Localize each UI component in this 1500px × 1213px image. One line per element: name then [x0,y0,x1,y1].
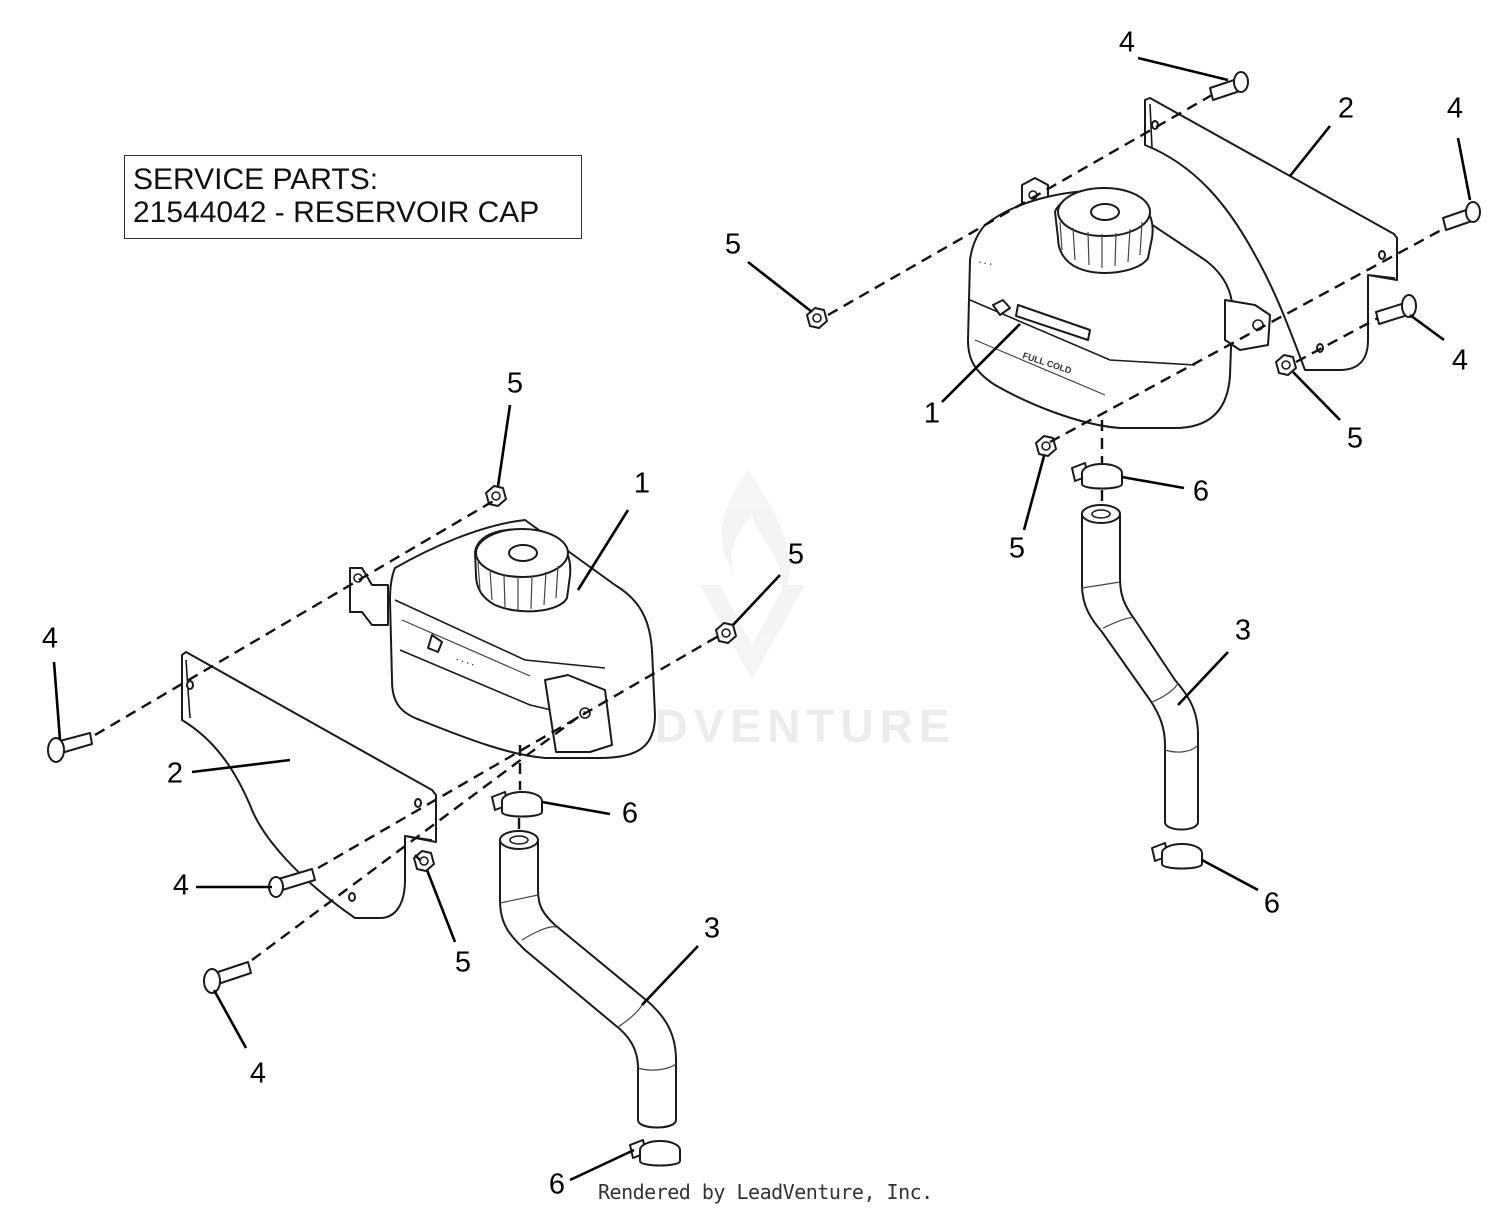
callout-right-nut-right: 5 [1347,423,1363,455]
callout-left-nut-low: 5 [455,947,471,979]
right-nut-right [1275,354,1297,376]
callout-left-clamp-bottom: 6 [549,1169,565,1201]
leader-lines [52,56,1472,1182]
left-hose [499,830,677,1129]
left-nut-right [715,622,737,644]
callout-right-hose: 3 [1235,615,1251,647]
callout-left-hose: 3 [704,913,720,945]
svg-text:· · ·: · · · [978,257,994,269]
left-bolt-upper [47,732,93,763]
left-bolt-lower [203,961,252,994]
left-nut-low [413,850,435,872]
callout-left-clamp-top: 6 [622,798,638,830]
callout-left-bolt-upper: 4 [42,623,58,655]
right-nut-left [806,307,828,329]
callout-right-clamp-top: 6 [1193,476,1209,508]
right-reservoir-tank: FULL COLD · · · [967,177,1271,429]
service-parts-heading: SERVICE PARTS: [133,163,379,196]
callout-left-bolt-middle: 4 [173,870,189,902]
render-credit: Rendered by LeadVenture, Inc. [598,1180,933,1204]
right-bolt-low [1375,294,1417,325]
callout-left-reservoir: 1 [634,468,650,500]
callout-right-bracket: 2 [1338,93,1354,125]
right-hose [1081,504,1199,831]
callouts-left: 1 2 3 4 4 4 5 5 5 6 6 [42,368,804,1201]
callout-right-nut-low: 5 [1009,533,1025,565]
callout-left-bracket: 2 [167,758,183,790]
right-bolt-top [1209,71,1249,101]
callout-left-bolt-lower: 4 [250,1058,266,1090]
service-parts-item: 21544042 - RESERVOIR CAP [133,196,540,229]
callout-left-nut-right: 5 [788,539,804,571]
right-assembly: FULL COLD · · · [806,71,1481,870]
right-nut-low [1035,435,1057,457]
right-bolt-right [1442,201,1481,231]
left-assembly: · · · · [47,485,737,1167]
left-hose-clamp-bottom [629,1139,681,1167]
left-bolt-middle [268,868,316,898]
right-hose-clamp-bottom [1151,842,1203,870]
callout-right-reservoir: 1 [924,398,940,430]
right-hose-clamp-top [1071,462,1123,490]
callout-right-nut-left: 5 [725,229,741,261]
callouts-right: 1 2 3 4 4 4 5 5 5 6 6 [725,27,1468,920]
left-reservoir-tank: · · · · [349,519,656,759]
left-hose-clamp-top [491,791,543,818]
callout-left-nut-top: 5 [507,368,523,400]
service-parts-box: SERVICE PARTS: 21544042 - RESERVOIR CAP [124,155,582,239]
callout-right-clamp-bottom: 6 [1264,888,1280,920]
callout-right-bolt-top: 4 [1119,27,1135,59]
callout-right-bolt-low: 4 [1452,345,1468,377]
callout-right-bolt-right: 4 [1447,93,1463,125]
